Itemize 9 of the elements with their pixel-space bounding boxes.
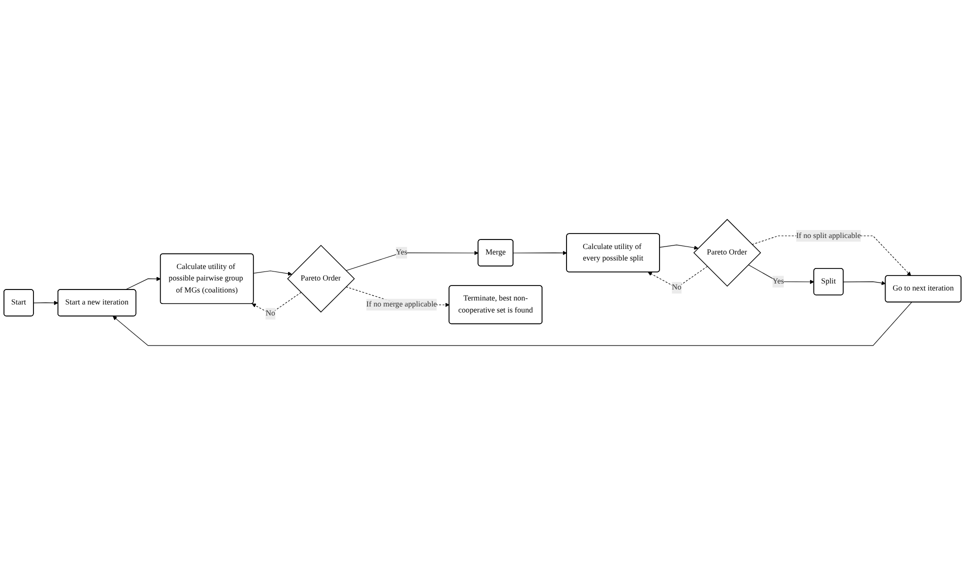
arrow: [125, 276, 161, 290]
arrow: [33, 300, 58, 306]
arrow: [252, 292, 302, 314]
arrow: [253, 270, 292, 276]
arrow: [513, 250, 568, 256]
arrow: [346, 250, 479, 271]
arrow: [843, 280, 886, 286]
arrow: [660, 244, 698, 250]
arrow: [112, 302, 912, 346]
